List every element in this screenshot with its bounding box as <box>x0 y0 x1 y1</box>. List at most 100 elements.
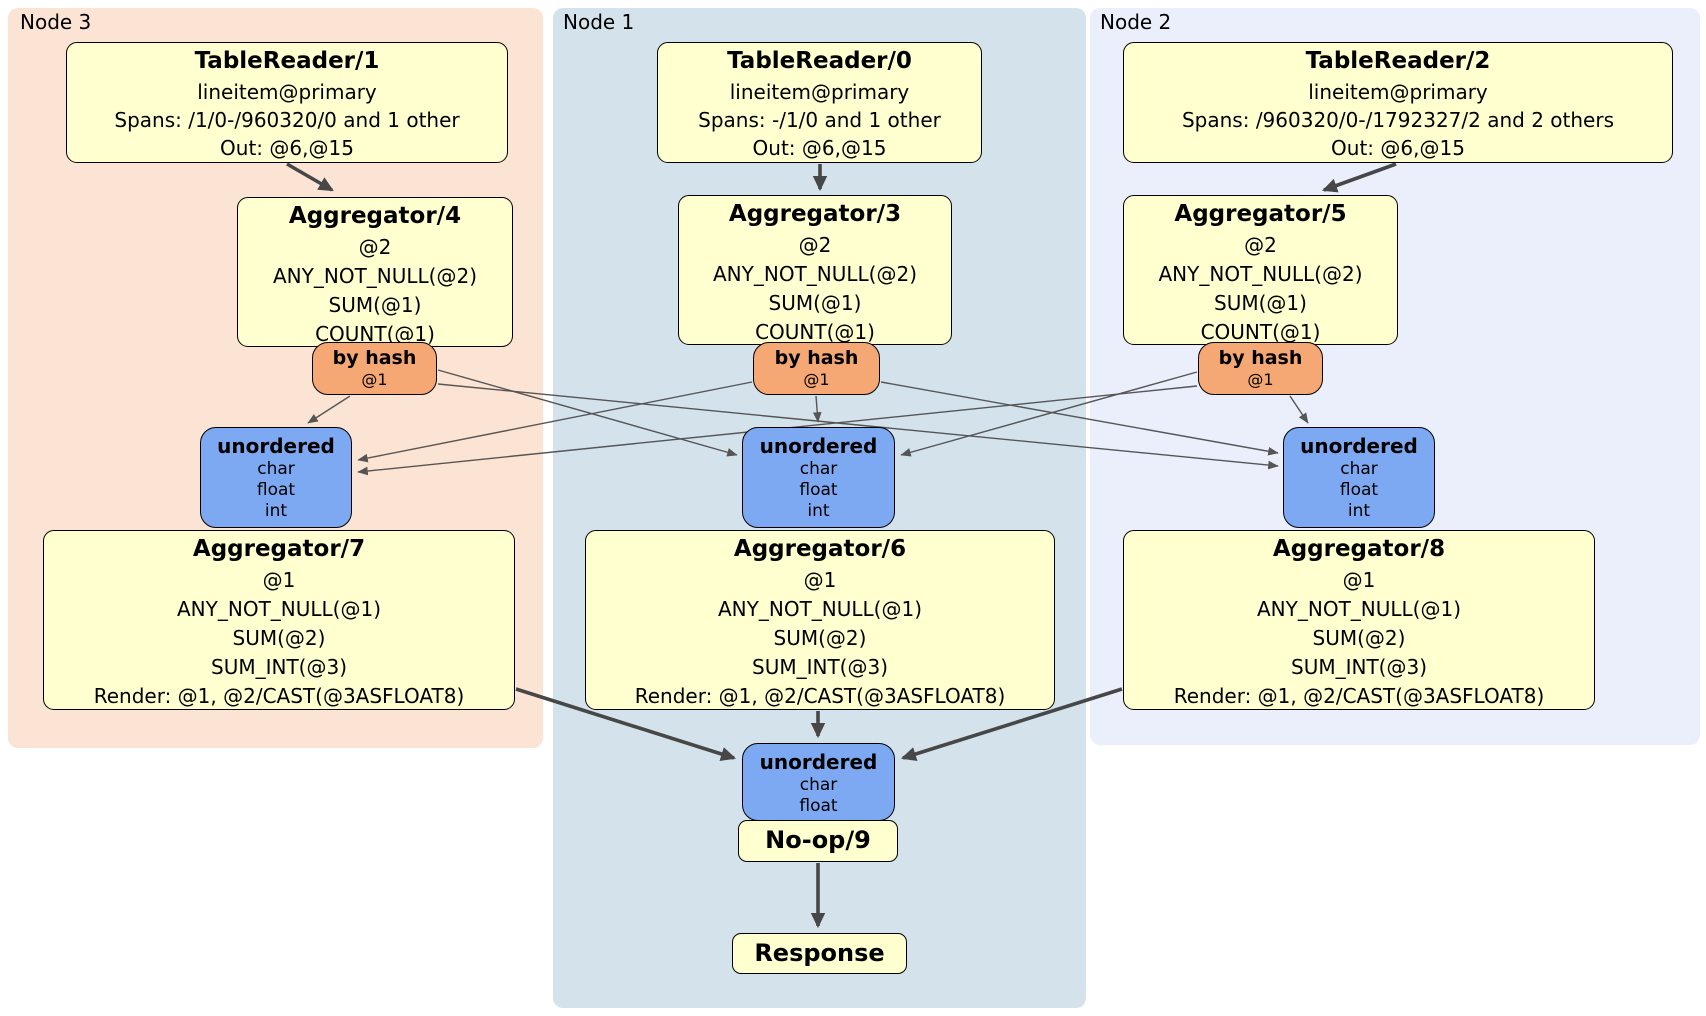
processor-detail: lineitem@primary <box>1308 80 1488 104</box>
sync-label: unordered <box>217 434 335 458</box>
processor-table-reader-1: TableReader/1 lineitem@primary Spans: /1… <box>66 42 508 163</box>
sync-unordered-right: unordered char float int <box>1283 427 1435 528</box>
processor-detail: Render: @1, @2/CAST(@3ASFLOAT8) <box>93 684 465 708</box>
processor-aggregator-5: Aggregator/5 @2 ANY_NOT_NULL(@2) SUM(@1)… <box>1123 195 1398 345</box>
processor-detail: ANY_NOT_NULL(@2) <box>713 262 917 286</box>
router-by-hash-5: by hash @1 <box>1198 342 1323 395</box>
sync-unordered-left: unordered char float int <box>200 427 352 528</box>
router-detail: @1 <box>803 370 830 389</box>
processor-title: TableReader/0 <box>727 48 912 74</box>
processor-detail: Spans: -/1/0 and 1 other <box>698 108 941 132</box>
processor-detail: @1 <box>262 568 296 592</box>
processor-title: Aggregator/6 <box>733 536 907 562</box>
processor-detail: SUM(@2) <box>773 626 867 650</box>
processor-detail: Render: @1, @2/CAST(@3ASFLOAT8) <box>1173 684 1545 708</box>
processor-detail: @2 <box>1244 233 1277 257</box>
edge-agg7-ubottom <box>515 687 737 761</box>
processor-no-op-9: No-op/9 <box>738 820 898 862</box>
processor-title: Aggregator/7 <box>192 536 366 562</box>
sync-detail: char <box>799 775 838 795</box>
processor-detail: ANY_NOT_NULL(@2) <box>273 264 477 288</box>
edge-hash5-uright <box>1289 395 1309 424</box>
processor-table-reader-2: TableReader/2 lineitem@primary Spans: /9… <box>1123 42 1673 163</box>
processor-title: TableReader/1 <box>194 48 380 74</box>
sync-label: unordered <box>759 434 878 458</box>
processor-aggregator-8: Aggregator/8 @1 ANY_NOT_NULL(@1) SUM(@2)… <box>1123 530 1595 710</box>
edge-hash3-uright <box>880 381 1279 456</box>
processor-table-reader-0: TableReader/0 lineitem@primary Spans: -/… <box>657 42 982 163</box>
processor-detail: @2 <box>798 233 832 257</box>
node-1-label: Node 1 <box>563 10 635 34</box>
processor-detail: Out: @6,@15 <box>752 136 887 160</box>
processor-title: Aggregator/3 <box>728 201 902 227</box>
sync-detail: char <box>257 459 295 479</box>
processor-detail: @2 <box>358 235 392 259</box>
sync-unordered-bottom: unordered char float <box>742 743 895 821</box>
sync-detail: float <box>799 480 838 500</box>
processor-detail: ANY_NOT_NULL(@1) <box>718 597 922 621</box>
processor-detail: SUM(@1) <box>1214 291 1307 315</box>
router-detail: @1 <box>361 370 388 389</box>
processor-detail: SUM_INT(@3) <box>211 655 347 679</box>
sync-detail: char <box>1340 459 1378 479</box>
processor-title: Aggregator/5 <box>1174 201 1347 227</box>
processor-detail: Spans: /1/0-/960320/0 and 1 other <box>114 108 460 132</box>
edge-hash4-uleft <box>307 395 351 424</box>
sync-label: unordered <box>1300 434 1418 458</box>
router-label: by hash <box>1218 347 1303 369</box>
sync-detail: char <box>799 459 838 479</box>
processor-detail: lineitem@primary <box>197 80 377 104</box>
edge-hash4-uright <box>437 383 1279 470</box>
edge-hash5-ucenter <box>900 371 1198 457</box>
processor-detail: SUM(@1) <box>768 291 862 315</box>
node-3-label: Node 3 <box>20 10 92 34</box>
processor-title: No-op/9 <box>765 826 871 854</box>
edge-hash3-uleft <box>357 381 753 463</box>
processor-detail: ANY_NOT_NULL(@1) <box>177 597 381 621</box>
processor-detail: lineitem@primary <box>729 80 910 104</box>
sync-detail: int <box>1347 501 1371 521</box>
edge-hash4-ucenter <box>437 369 738 457</box>
processor-detail: SUM(@2) <box>1312 626 1406 650</box>
processor-detail: Render: @1, @2/CAST(@3ASFLOAT8) <box>634 684 1006 708</box>
sync-label: unordered <box>759 750 878 774</box>
edge-hash3-ucenter <box>812 395 822 423</box>
processor-aggregator-6: Aggregator/6 @1 ANY_NOT_NULL(@1) SUM(@2)… <box>585 530 1055 710</box>
processor-detail: SUM_INT(@3) <box>1291 655 1427 679</box>
processor-detail: SUM(@1) <box>328 293 422 317</box>
processor-title: Response <box>754 939 885 967</box>
processor-response: Response <box>732 933 907 974</box>
processor-detail: @1 <box>803 568 837 592</box>
sync-detail: int <box>264 501 288 521</box>
router-label: by hash <box>774 347 859 369</box>
sync-detail: int <box>807 501 830 521</box>
processor-detail: Out: @6,@15 <box>1331 136 1465 160</box>
processor-title: Aggregator/8 <box>1272 536 1446 562</box>
processor-aggregator-3: Aggregator/3 @2 ANY_NOT_NULL(@2) SUM(@1)… <box>678 195 952 345</box>
processor-aggregator-7: Aggregator/7 @1 ANY_NOT_NULL(@1) SUM(@2)… <box>43 530 515 710</box>
processor-detail: SUM(@2) <box>232 626 326 650</box>
processor-detail: ANY_NOT_NULL(@1) <box>1257 597 1461 621</box>
processor-detail: @1 <box>1342 568 1376 592</box>
processor-detail: Out: @6,@15 <box>220 136 354 160</box>
edge-tr2-agg5 <box>1321 162 1397 193</box>
router-by-hash-4: by hash @1 <box>312 342 437 395</box>
edge-tr1-agg4 <box>286 162 334 192</box>
processor-aggregator-4: Aggregator/4 @2 ANY_NOT_NULL(@2) SUM(@1)… <box>237 197 513 347</box>
sync-detail: float <box>256 480 296 500</box>
edge-agg8-ubottom <box>900 687 1123 761</box>
sync-detail: float <box>1339 480 1379 500</box>
sync-detail: float <box>799 796 838 816</box>
processor-detail: COUNT(@1) <box>755 320 875 344</box>
processor-detail: SUM_INT(@3) <box>752 655 888 679</box>
router-detail: @1 <box>1247 370 1274 389</box>
processor-title: TableReader/2 <box>1305 48 1491 74</box>
processor-detail: Spans: /960320/0-/1792327/2 and 2 others <box>1181 108 1614 132</box>
processor-title: Aggregator/4 <box>288 203 462 229</box>
sync-unordered-center: unordered char float int <box>742 427 895 528</box>
router-by-hash-3: by hash @1 <box>753 342 880 395</box>
processor-detail: COUNT(@1) <box>1200 320 1321 344</box>
router-label: by hash <box>332 347 417 369</box>
node-2-label: Node 2 <box>1100 10 1172 34</box>
